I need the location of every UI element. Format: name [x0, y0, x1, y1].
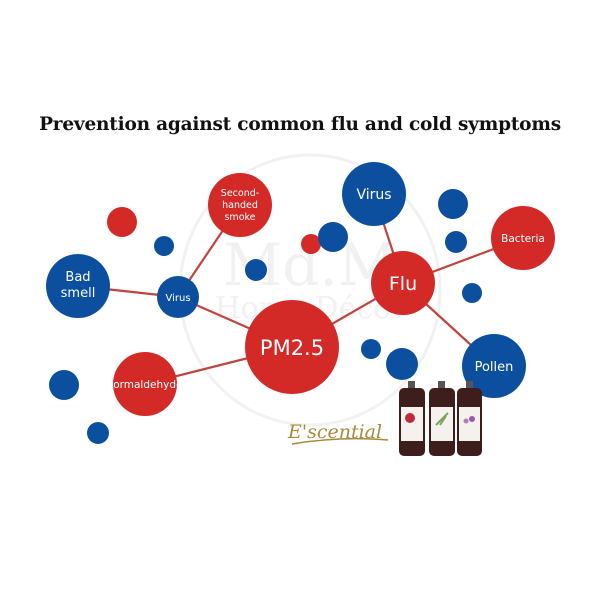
- node-virus-small: Virus: [157, 276, 199, 318]
- node-bad-smell: Bad smell: [46, 254, 110, 318]
- product-bottles: [399, 381, 482, 456]
- page-title: Prevention against common flu and cold s…: [39, 114, 561, 135]
- node-formaldehyde: Formaldehyde: [108, 352, 183, 416]
- bottle: [457, 381, 482, 456]
- brand-logo: E'scential: [287, 421, 389, 445]
- node-label: PM2.5: [260, 336, 324, 360]
- dots: [49, 189, 482, 444]
- node-smoke: Second- handed smoke: [208, 173, 272, 237]
- node-label: handed: [222, 200, 258, 211]
- bottle: [399, 381, 425, 456]
- node-label: Flu: [389, 273, 417, 295]
- bottle: [429, 381, 455, 456]
- node-label: smell: [61, 286, 96, 301]
- node-label: Second-: [221, 188, 259, 199]
- node-label: Bacteria: [501, 233, 545, 245]
- brand-text: E'scential: [287, 421, 382, 443]
- node-virus-big: Virus: [342, 162, 406, 226]
- node-label: Bad: [65, 270, 90, 285]
- node-label: Formaldehyde: [108, 379, 183, 391]
- node-label: Pollen: [475, 360, 514, 375]
- node-bacteria: Bacteria: [491, 206, 555, 270]
- node-pm25: PM2.5: [245, 300, 339, 394]
- node-label: Virus: [165, 293, 190, 304]
- node-pollen: Pollen: [462, 334, 526, 398]
- node-label: Virus: [356, 187, 391, 203]
- node-flu: Flu: [371, 251, 435, 315]
- node-label: smoke: [224, 212, 255, 223]
